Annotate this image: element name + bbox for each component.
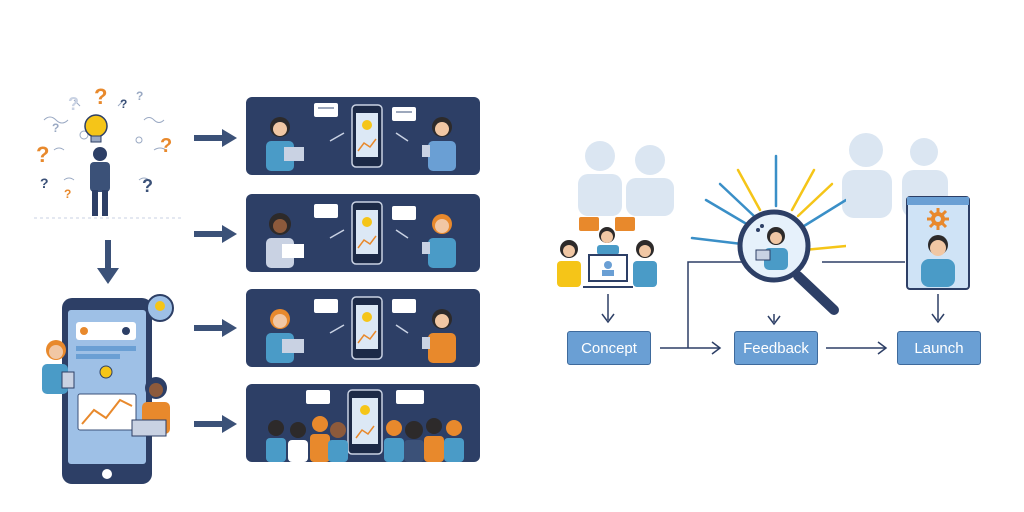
svg-text:?: ? (68, 94, 79, 114)
feedback-panel-group (246, 384, 480, 462)
right-arrow (194, 129, 237, 147)
stage-feedback: Feedback (734, 331, 818, 365)
feedback-panel-1 (246, 97, 480, 175)
feedback-panel-2 (246, 194, 480, 272)
svg-text:?: ? (142, 176, 153, 196)
feedback-panel-3 (246, 289, 480, 367)
question-mark-icon: ? ? ? ? ? ? ? ? ? ? (36, 84, 172, 201)
launch-screen-icon (906, 196, 970, 290)
down-arrow (97, 240, 119, 284)
svg-text:?: ? (136, 89, 143, 103)
flow-connectors (601, 261, 945, 355)
lightbulb-icon (84, 114, 108, 143)
svg-text:?: ? (120, 97, 127, 111)
background-people-right (842, 133, 948, 218)
svg-text:?: ? (160, 135, 172, 157)
svg-text:?: ? (40, 175, 49, 191)
smartphone-app-illustration (42, 294, 174, 484)
confused-person-with-idea: ? ? ? ? ? ? ? ? ? ? (34, 84, 184, 219)
right-arrow (194, 225, 237, 243)
svg-text:?: ? (36, 142, 49, 167)
svg-text:?: ? (64, 187, 71, 201)
right-arrow (194, 415, 237, 433)
stage-concept: Concept (567, 331, 651, 365)
team-meeting-icon (557, 217, 657, 288)
svg-text:?: ? (94, 84, 107, 109)
right-arrow (194, 319, 237, 337)
svg-text:?: ? (52, 121, 59, 135)
background-people-left (578, 141, 674, 216)
stage-launch: Launch (897, 331, 981, 365)
gear-icon (927, 208, 949, 230)
magnifier-icon (690, 154, 846, 315)
